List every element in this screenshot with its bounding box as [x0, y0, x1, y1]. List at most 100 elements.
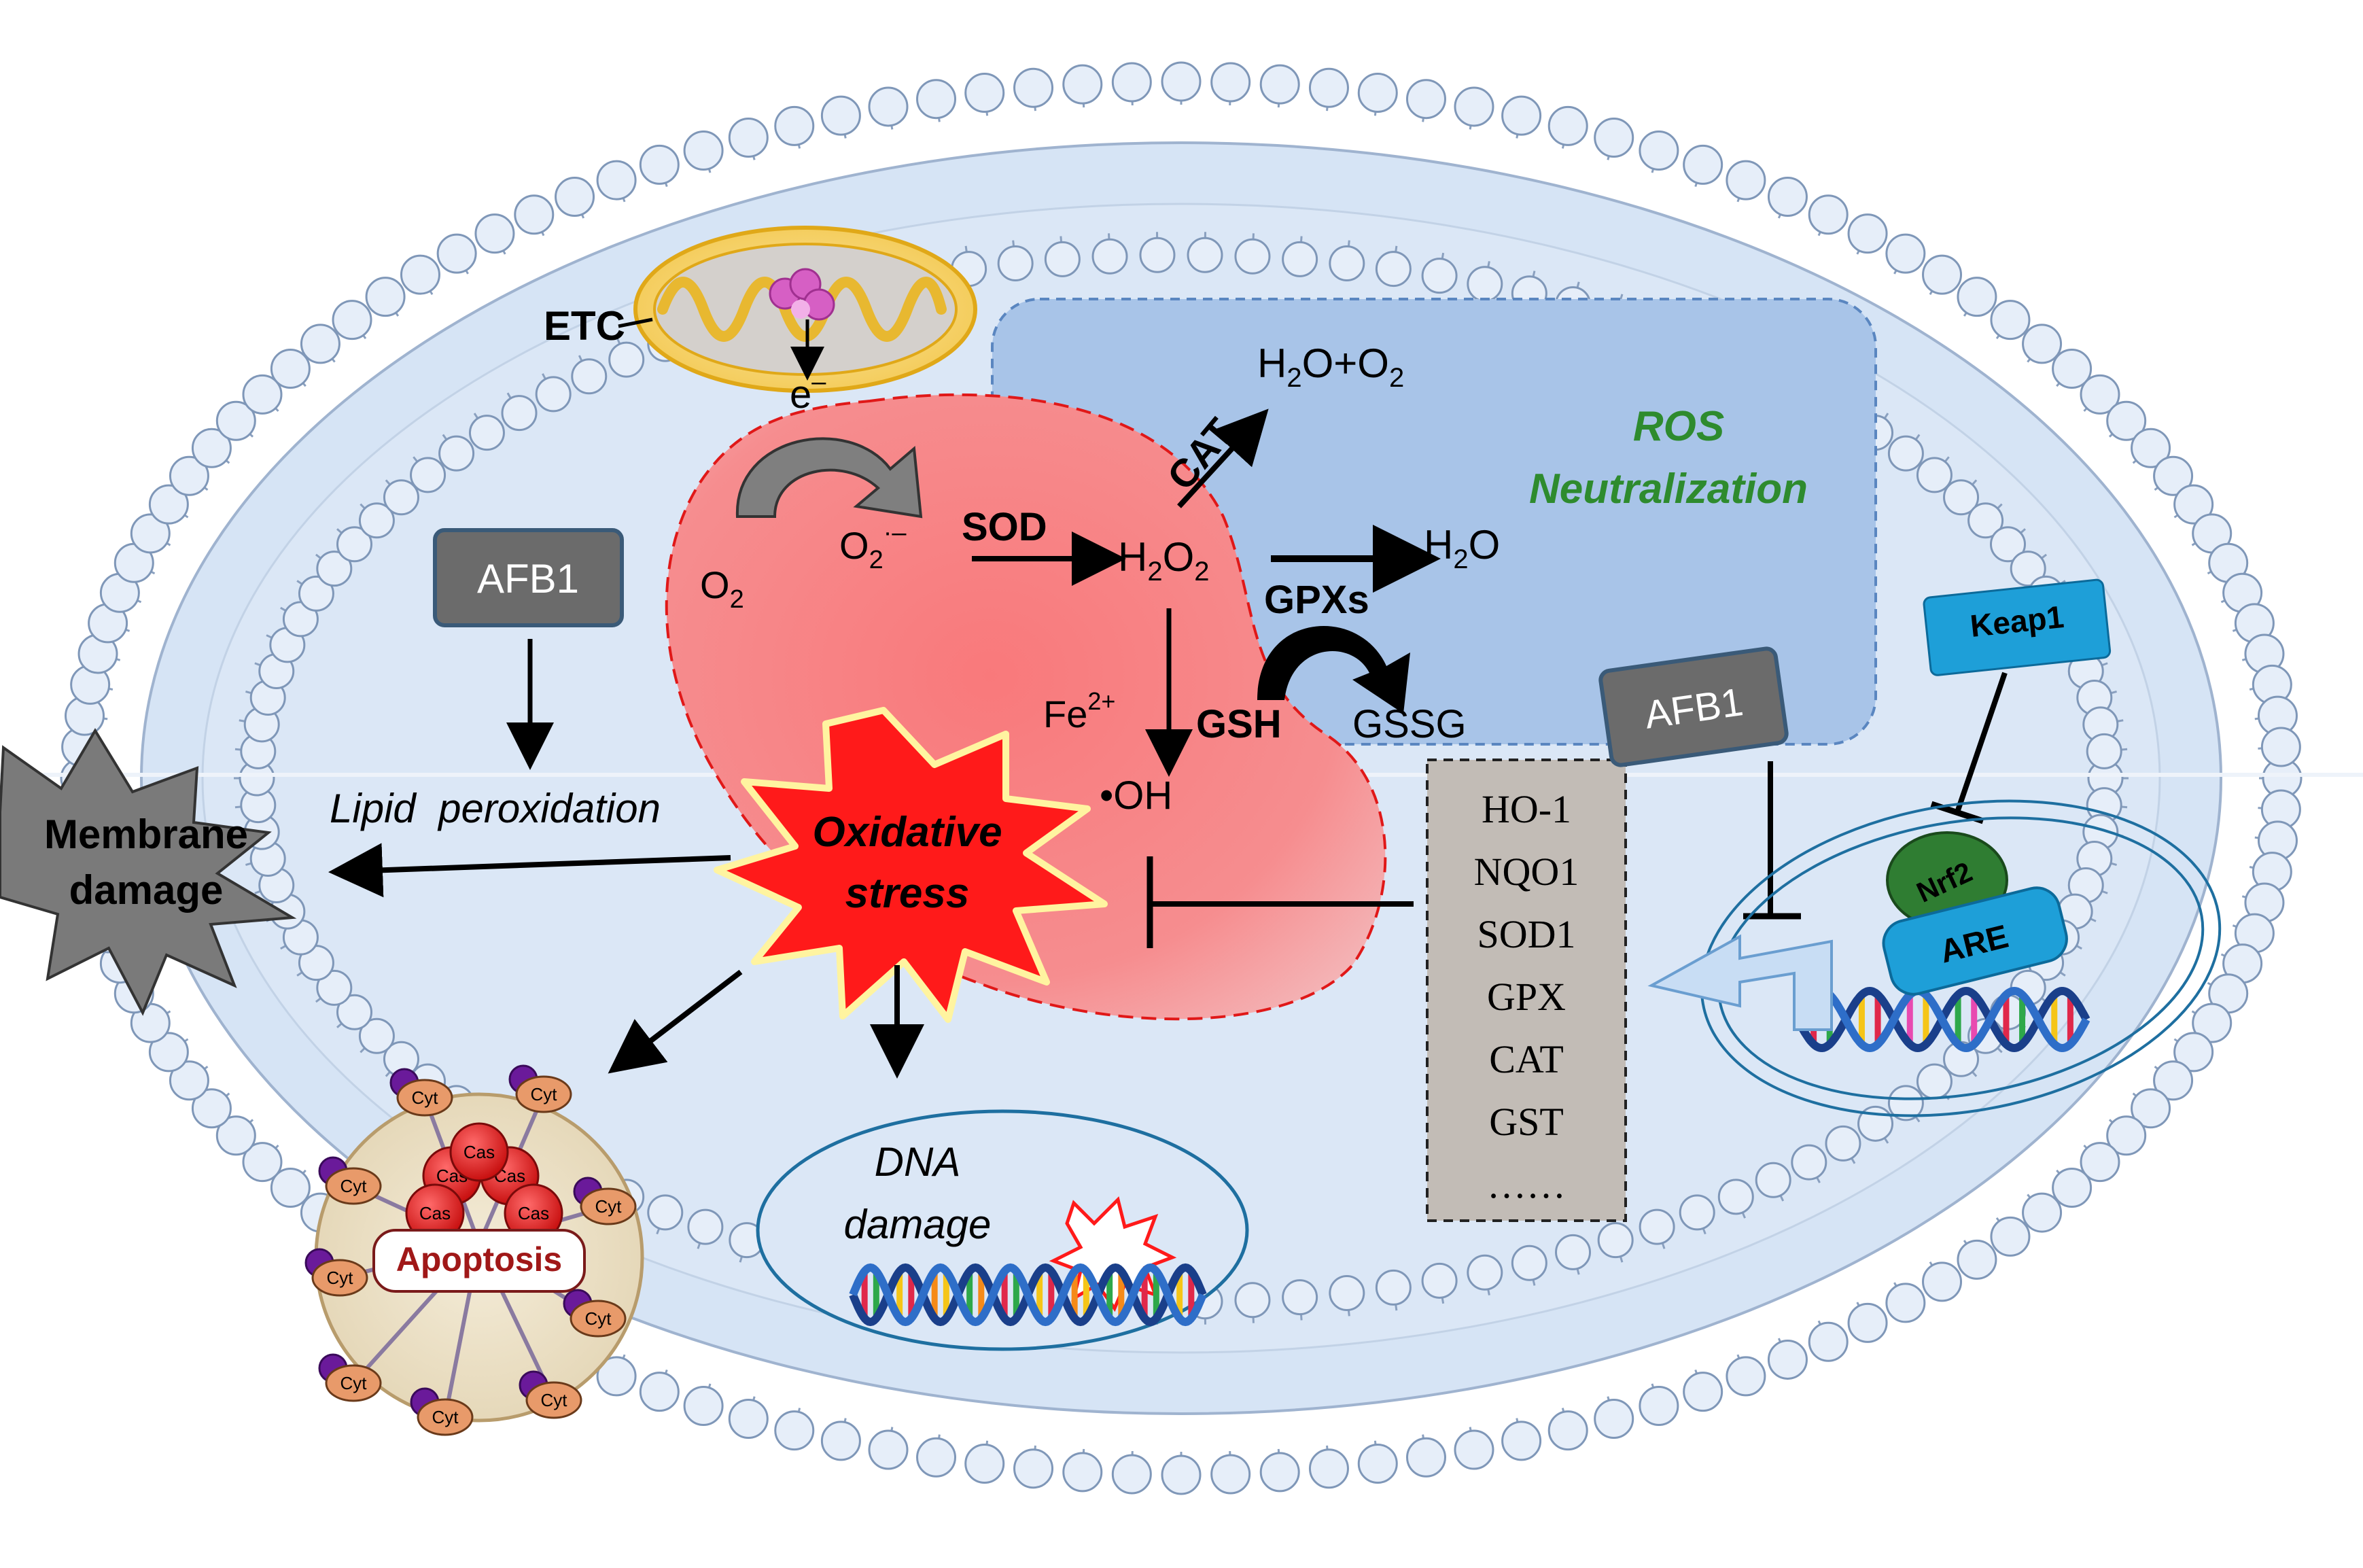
lipid-head — [572, 360, 606, 394]
lipid-head — [1991, 301, 2029, 339]
lipid-head — [729, 1400, 767, 1438]
lipid-head — [1958, 1240, 1996, 1278]
lipid-head — [597, 161, 635, 199]
lipid-head — [440, 436, 474, 470]
gene-item: GPX — [1487, 975, 1566, 1019]
oxidative-stress-line2: stress — [845, 870, 970, 917]
lipid-head — [1684, 1373, 1722, 1411]
afb1-left-label: AFB1 — [477, 556, 579, 602]
dna-damage-line2: damage — [844, 1202, 992, 1247]
cyt-label: Cyt — [541, 1390, 568, 1410]
dna-damage-line1: DNA — [875, 1139, 961, 1185]
lipid-head — [1422, 259, 1456, 293]
lipid-head — [438, 234, 476, 273]
gene-item: SOD1 — [1477, 912, 1575, 956]
lipid-head — [2053, 1168, 2091, 1206]
cyt-label: Cyt — [327, 1268, 354, 1288]
lipid-head — [1455, 88, 1493, 126]
lipid-head — [1212, 1455, 1250, 1493]
ros-title-line2: Neutralization — [1529, 466, 1808, 512]
lipid-head — [401, 256, 439, 294]
lipid-head — [684, 1387, 722, 1425]
lipid-head — [869, 88, 907, 126]
lipid-head — [1549, 107, 1587, 145]
lipid-head — [1958, 278, 1996, 316]
lipid-head — [1595, 118, 1633, 156]
lipid-head — [1422, 1264, 1456, 1297]
lipid-head — [411, 458, 445, 492]
lipid-head — [1064, 65, 1102, 103]
lipid-head — [1468, 267, 1502, 301]
lipid-head — [822, 1422, 860, 1460]
gpxs-label: GPXs — [1264, 578, 1369, 622]
lipid-head — [1768, 1340, 1806, 1378]
lipid-head — [1261, 65, 1299, 103]
lipid-head — [917, 1438, 956, 1476]
cyt-label: Cyt — [340, 1176, 368, 1196]
lipid-head — [1991, 1217, 2029, 1255]
gene-item: GST — [1489, 1100, 1564, 1144]
oxidative-stress-line1: Oxidative — [812, 809, 1002, 856]
lipid-head — [2087, 734, 2121, 768]
lipid-peroxidation-label: Lipid peroxidation — [330, 786, 661, 831]
lipid-head — [515, 196, 553, 234]
lipid-head — [1887, 234, 1925, 273]
lipid-head — [1330, 1276, 1364, 1310]
lipid-head — [1923, 256, 1961, 294]
antioxidant-gene-list: HO-1NQO1SOD1GPXCATGST…… — [1474, 787, 1579, 1206]
lipid-head — [1917, 458, 1951, 492]
lipid-head — [366, 278, 404, 316]
lipid-head — [1680, 1196, 1714, 1230]
lipid-head — [775, 1412, 813, 1450]
ros-title-line1: ROS — [1633, 403, 1724, 450]
lipid-head — [1261, 1453, 1299, 1491]
lipid-head — [1719, 1180, 1753, 1214]
lipid-head — [1826, 1126, 1860, 1160]
hydroxyl-radical-label: •OH — [1100, 773, 1172, 818]
lipid-head — [2262, 728, 2300, 766]
membrane-damage-line2: damage — [69, 867, 224, 913]
lipid-head — [966, 73, 1004, 111]
lipid-head — [822, 97, 860, 135]
lipid-head — [470, 416, 504, 450]
gene-item: CAT — [1489, 1037, 1564, 1081]
lipid-head — [1407, 1438, 1445, 1476]
lipid-head — [1923, 1263, 1961, 1301]
lipid-head — [640, 145, 678, 184]
lipid-head — [1236, 239, 1270, 273]
lipid-head — [1792, 1145, 1826, 1179]
lipid-head — [1310, 1450, 1348, 1488]
gene-item: HO-1 — [1482, 787, 1571, 831]
lipid-head — [1595, 1400, 1633, 1438]
lipid-head — [1283, 1280, 1317, 1314]
lipid-head — [1887, 1284, 1925, 1322]
lipid-head — [1064, 1453, 1102, 1491]
mitochondrion-icon — [635, 228, 975, 391]
lipid-head — [1113, 1455, 1151, 1493]
lipid-head — [1140, 238, 1174, 272]
lipid-head — [729, 118, 767, 156]
cas-label: Cas — [419, 1203, 451, 1223]
lipid-head — [998, 246, 1032, 280]
lipid-head — [1015, 69, 1053, 107]
lipid-head — [648, 1196, 682, 1230]
lipid-head — [1768, 178, 1806, 216]
cyt-label: Cyt — [412, 1087, 439, 1108]
lipid-head — [1756, 1163, 1790, 1197]
lipid-head — [1113, 63, 1151, 101]
h2o-o2-label: H2O+O2 — [1257, 341, 1404, 393]
cyt-label: Cyt — [340, 1373, 368, 1393]
lipid-head — [2023, 1194, 2061, 1232]
lipid-head — [1376, 252, 1410, 286]
lipid-head — [1212, 63, 1250, 101]
lipid-head — [1727, 1357, 1765, 1395]
gssg-label: GSSG — [1352, 702, 1467, 746]
lipid-head — [1330, 246, 1364, 280]
lipid-head — [775, 107, 813, 145]
lipid-head — [1640, 1387, 1678, 1425]
lipid-head — [502, 396, 536, 430]
lipid-head — [1809, 196, 1847, 234]
cyt-label: Cyt — [531, 1084, 558, 1104]
